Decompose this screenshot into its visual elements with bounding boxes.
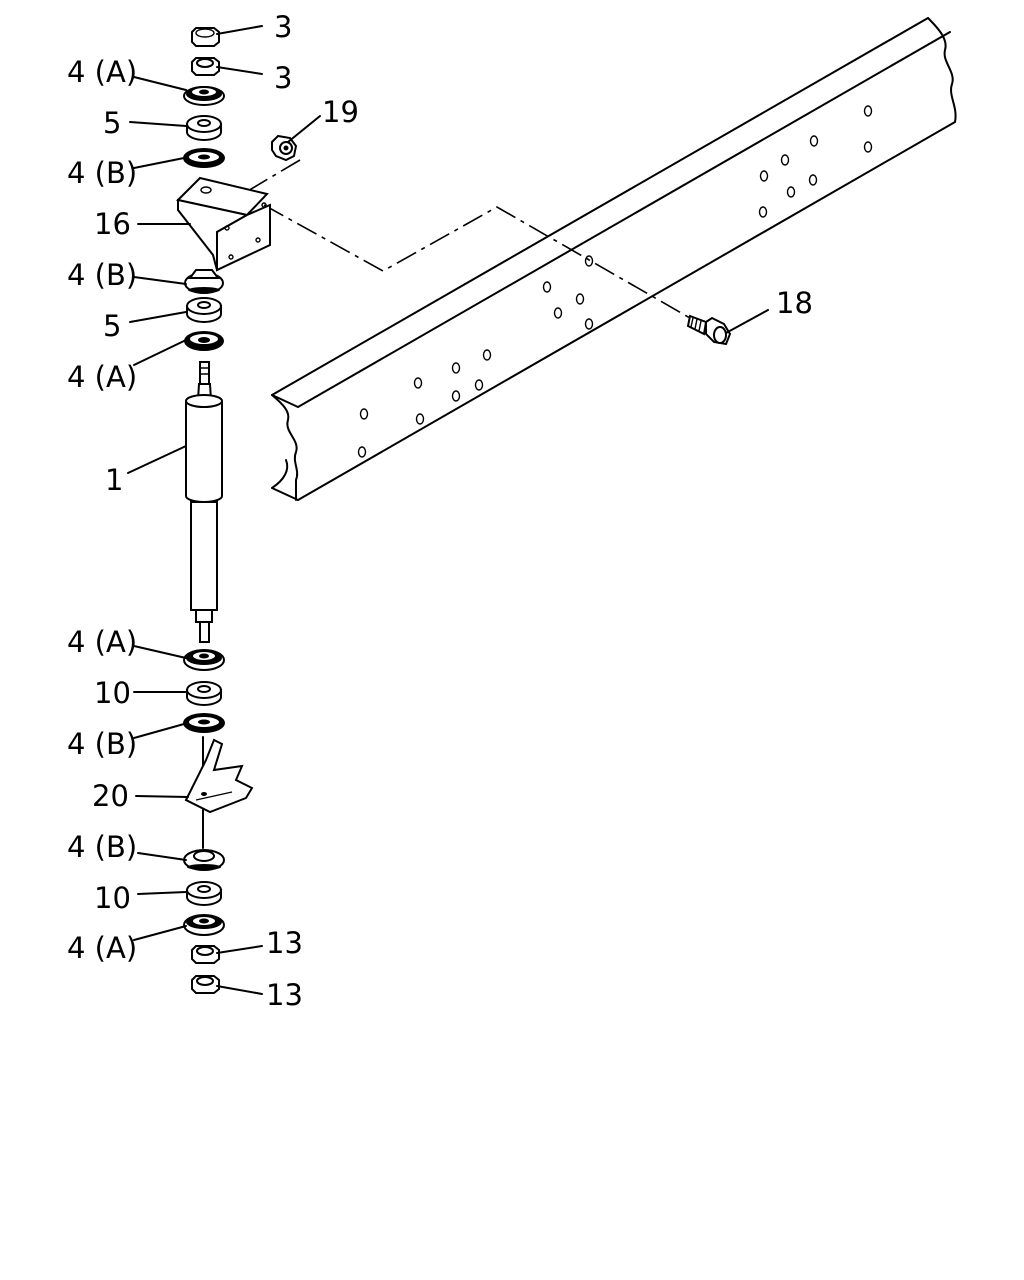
callout-labels: 3 3 4 (A) 5 4 (B) 19 16 4 (B) 5 4 (A) 18… [67,10,813,1012]
nut-3-lower [191,57,220,76]
callout-4b-3: 4 (B) [67,727,137,761]
nut-13-upper [191,945,220,964]
bushing-5-lower [186,297,222,323]
nut-19 [271,134,298,162]
washer-4b-1 [183,148,225,168]
callout-4b-2: 4 (B) [67,258,137,292]
washer-4b-4 [183,849,225,871]
callout-3-lower: 3 [274,61,292,95]
washer-4b-2 [184,269,224,294]
assembly-centerlines [202,159,691,849]
callout-5-lower: 5 [103,309,121,343]
callout-4b-4: 4 (B) [67,830,137,864]
washer-4a-2 [184,331,224,351]
washer-4a-1 [183,86,225,106]
callout-4a-3: 4 (A) [67,625,137,659]
callout-10-top: 10 [94,676,131,710]
nut-13-lower [191,975,220,994]
nut-3-top [191,27,220,47]
callout-4b-1: 4 (B) [67,156,137,190]
rail-holes [357,105,873,458]
bolt-18 [686,314,732,346]
callout-16: 16 [94,207,131,241]
washer-4a-3 [183,649,225,671]
bushing-10-lower [186,881,222,906]
bracket-16 [175,176,271,272]
washer-4a-4 [183,914,225,936]
callout-5-top: 5 [103,106,121,140]
callout-19: 19 [322,95,359,129]
callout-4a-4: 4 (A) [67,931,137,965]
callout-13-upper: 13 [266,926,303,960]
bushing-10-top [186,681,222,706]
bracket-20 [184,738,254,814]
shock-absorber-1 [185,361,223,643]
callout-10-lower: 10 [94,881,131,915]
callout-20: 20 [92,779,129,813]
frame-rail [271,17,957,501]
callout-3-top: 3 [274,10,292,44]
callout-1: 1 [105,463,123,497]
bushing-5-top [186,115,222,141]
callout-18: 18 [776,286,813,320]
callout-4a-1: 4 (A) [67,55,137,89]
callout-13-lower: 13 [266,978,303,1012]
leader-lines [127,25,769,995]
callout-4a-2: 4 (A) [67,360,137,394]
washer-4b-3 [183,713,225,733]
